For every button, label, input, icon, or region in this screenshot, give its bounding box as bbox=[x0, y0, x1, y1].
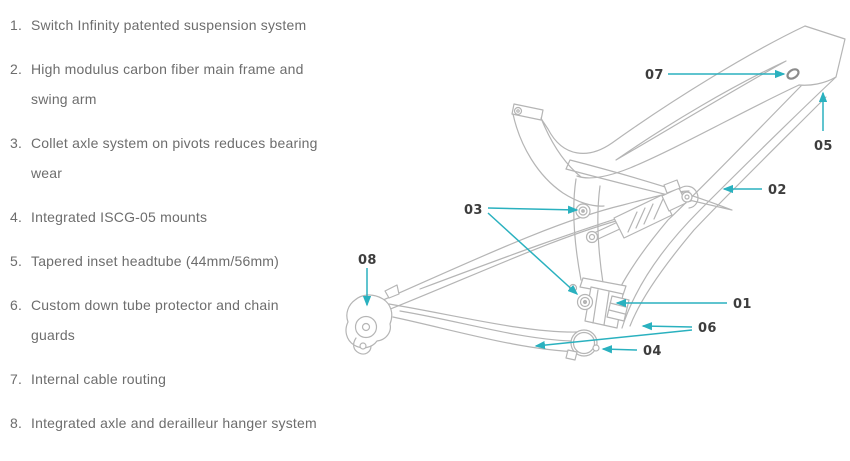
shock-shaft bbox=[593, 220, 623, 241]
feature-item-5: 5. Tapered inset headtube (44mm/56mm) bbox=[10, 246, 342, 276]
feature-item-8: 8. Integrated axle and derailleur hanger… bbox=[10, 408, 342, 438]
downtube-upper-edge bbox=[621, 76, 837, 329]
shock-mount-bolt-inner bbox=[684, 194, 690, 200]
feature-text: Integrated ISCG-05 mounts bbox=[31, 209, 208, 225]
derailleur-hanger-bolt bbox=[359, 342, 367, 350]
infinity-stanchions bbox=[592, 289, 610, 326]
callout-01: 01 bbox=[615, 297, 752, 312]
feature-text: High modulus carbon fiber main frame and… bbox=[31, 61, 304, 107]
callout-label-05: 05 bbox=[814, 139, 833, 154]
shock-mount-bolt-outer bbox=[681, 191, 693, 203]
toptube-inner-lens bbox=[615, 60, 787, 161]
shock-body-rings bbox=[627, 198, 664, 233]
feature-item-2: 2. High modulus carbon fiber main frame … bbox=[10, 54, 342, 114]
callout-label-07: 07 bbox=[645, 68, 664, 83]
feature-text: Custom down tube protector and chain gua… bbox=[31, 297, 279, 343]
callout-arrow-06-upper bbox=[641, 322, 693, 331]
feature-item-1: 1. Switch Infinity patented suspension s… bbox=[10, 10, 342, 40]
callout-05: 05 bbox=[814, 91, 833, 154]
callout-06: 06 bbox=[534, 321, 717, 350]
feature-text: Internal cable routing bbox=[31, 371, 167, 387]
bike-frame-drawing bbox=[345, 25, 846, 361]
feature-text: Switch Infinity patented suspension syst… bbox=[31, 17, 307, 33]
chainstay-lower-edge bbox=[392, 316, 581, 353]
headtube-outline bbox=[798, 25, 846, 86]
callout-label-06: 06 bbox=[698, 321, 717, 336]
iscg-mount-tab bbox=[565, 349, 578, 361]
callout-arrow-06-lower bbox=[534, 329, 693, 350]
rear-axle-inner bbox=[361, 322, 371, 332]
midframe-inner-lens bbox=[565, 159, 733, 211]
feature-item-3: 3. Collet axle system on pivots reduces … bbox=[10, 128, 342, 188]
feature-number: 4. bbox=[10, 209, 23, 225]
feature-text: Integrated axle and derailleur hanger sy… bbox=[31, 415, 317, 431]
callout-04: 04 bbox=[601, 344, 662, 359]
upper-pivot-ring bbox=[578, 206, 588, 216]
callout-07: 07 bbox=[645, 68, 786, 83]
seat-clamp-bolt-center bbox=[516, 109, 520, 113]
feature-number: 8. bbox=[10, 415, 23, 431]
feature-number: 7. bbox=[10, 371, 23, 387]
feature-number: 1. bbox=[10, 17, 23, 33]
feature-number: 3. bbox=[10, 135, 23, 151]
feature-item-4: 4. Integrated ISCG-05 mounts bbox=[10, 202, 342, 232]
callout-label-08: 08 bbox=[358, 253, 377, 268]
shock-mount-arc bbox=[678, 185, 699, 209]
callout-label-04: 04 bbox=[643, 344, 662, 359]
chainstay-upper-edge bbox=[388, 303, 578, 333]
callout-label-03: 03 bbox=[464, 203, 483, 218]
feature-list: 1. Switch Infinity patented suspension s… bbox=[10, 10, 342, 452]
callout-label-02: 02 bbox=[768, 183, 787, 198]
feature-text: Collet axle system on pivots reduces bea… bbox=[31, 135, 318, 181]
bottom-bracket-inner bbox=[572, 331, 596, 355]
seat-clamp-bolt bbox=[513, 106, 523, 116]
callout-label-01: 01 bbox=[733, 297, 752, 312]
toptube-lower-edge bbox=[576, 84, 800, 179]
callouts: 01 02 03 04 05 06 07 08 bbox=[358, 68, 833, 359]
shock-eyelet-inner bbox=[588, 233, 596, 241]
downtube-inner-line bbox=[629, 96, 827, 327]
seattube-right-edge bbox=[597, 185, 604, 284]
feature-item-7: 7. Internal cable routing bbox=[10, 364, 342, 394]
chainstay-inner-line bbox=[399, 310, 572, 342]
seat-mast-left-edge bbox=[512, 113, 605, 207]
feature-number: 6. bbox=[10, 297, 23, 313]
seatstay-flag-tab bbox=[384, 284, 400, 299]
lower-pivot-ring bbox=[579, 296, 591, 308]
callout-02: 02 bbox=[722, 183, 787, 198]
iscg-mount-bolt bbox=[592, 344, 600, 352]
callout-08: 08 bbox=[358, 253, 377, 307]
seat-mast-right-edge bbox=[540, 117, 582, 178]
derailleur-hanger-lobe bbox=[353, 337, 372, 355]
feature-number: 5. bbox=[10, 253, 23, 269]
seatstay-inner-line bbox=[419, 208, 649, 290]
callout-arrow-03-lower bbox=[487, 212, 579, 296]
shock-body bbox=[613, 194, 673, 239]
toptube-upper-edge bbox=[537, 25, 806, 154]
callout-arrow-04 bbox=[601, 345, 638, 354]
seattube-left-edge bbox=[573, 178, 582, 281]
upper-pivot-center bbox=[581, 209, 585, 213]
lower-pivot-center bbox=[582, 299, 588, 305]
shock-eyelet-outer bbox=[585, 230, 599, 244]
feature-number: 2. bbox=[10, 61, 23, 77]
feature-item-6: 6. Custom down tube protector and chain … bbox=[10, 290, 342, 350]
callout-03: 03 bbox=[464, 203, 579, 296]
cable-port bbox=[786, 68, 800, 80]
feature-text: Tapered inset headtube (44mm/56mm) bbox=[31, 253, 280, 269]
callout-arrow-03-upper bbox=[487, 205, 579, 214]
